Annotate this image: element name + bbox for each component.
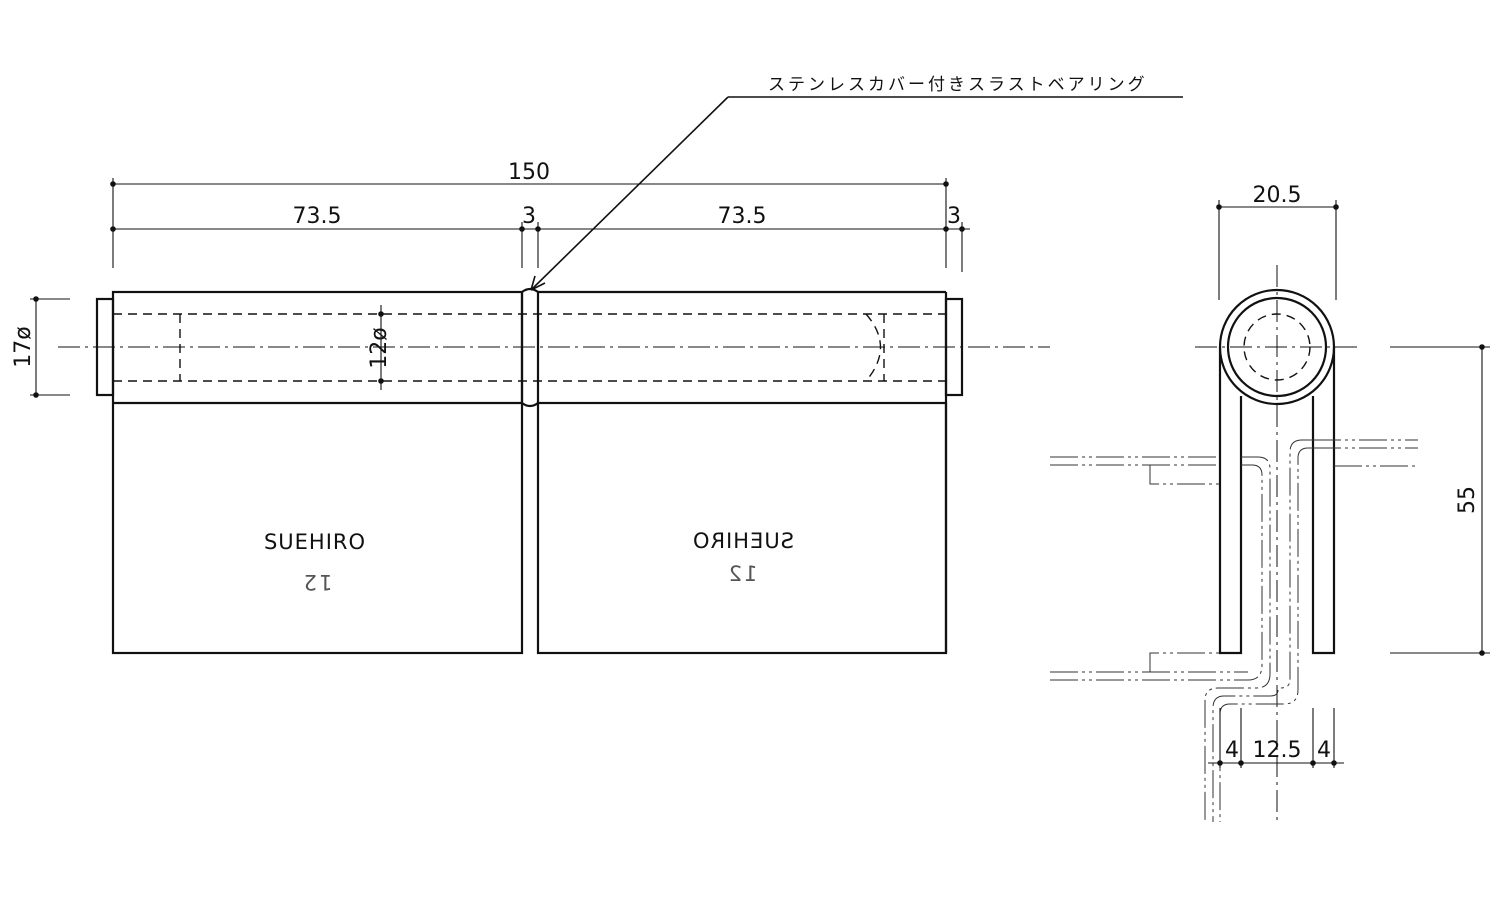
- dim-leaf-thickness-right: 4: [1317, 738, 1331, 763]
- dim-pin-end: 3: [947, 204, 961, 229]
- thrust-bearing: [520, 287, 540, 408]
- dim-width: 20.5: [1253, 183, 1302, 208]
- side-leaf-right: [1311, 347, 1336, 655]
- phantom-frame-line: [1149, 465, 1220, 485]
- dim-dot: [378, 311, 384, 317]
- dim-leaf-left: 73.5: [293, 204, 342, 229]
- dim-leaf-thickness-left: 4: [1225, 738, 1239, 763]
- phantom-bent-frame: [1204, 456, 1271, 822]
- pin-hidden-circle: [1243, 313, 1311, 381]
- front-view: 150 73.5 3 73.5 3 17ø: [11, 160, 1050, 655]
- dim-leaf-gap: 12.5: [1253, 738, 1302, 763]
- dim-dot: [33, 392, 39, 398]
- dim-dot: [33, 296, 39, 302]
- dim-dot: [110, 181, 116, 187]
- dim-dot: [110, 226, 116, 232]
- phantom-bent-frame: [1279, 439, 1313, 689]
- dim-height: 55: [1455, 486, 1480, 514]
- dim-dot: [519, 226, 525, 232]
- callout-leader: [530, 96, 729, 291]
- phantom-frame-line: [1149, 652, 1220, 672]
- side-leaf-left: [1218, 347, 1243, 655]
- leaf-right-size: 12: [727, 562, 758, 586]
- dim-dot: [1479, 650, 1485, 656]
- dim-dot: [1331, 760, 1337, 766]
- dim-dot: [943, 181, 949, 187]
- dim-leaf-right: 73.5: [718, 204, 767, 229]
- leaf-left-brand: SUEHIRO: [264, 530, 366, 554]
- side-view: 20.5 55: [1050, 183, 1490, 822]
- dim-dot: [535, 226, 541, 232]
- phantom-bent-frame: [1219, 447, 1313, 822]
- dim-dot: [1238, 760, 1244, 766]
- dim-dot: [1333, 204, 1339, 210]
- dim-dot: [1217, 760, 1223, 766]
- dim-outer-diameter: 17ø: [11, 326, 36, 367]
- dim-dot: [1216, 204, 1222, 210]
- leaf-right-outline: [536, 401, 948, 655]
- dim-dot: [943, 226, 949, 232]
- bearing-callout: ステンレスカバー付きスラストベアリング: [530, 75, 1183, 291]
- phantom-bent-frame: [1212, 689, 1279, 822]
- leaf-left-outline: [111, 290, 524, 655]
- dim-dot: [1310, 760, 1316, 766]
- dim-inner-diameter: 12ø: [367, 327, 392, 368]
- knuckle-inner: [1226, 296, 1328, 398]
- dim-dot: [959, 226, 965, 232]
- leaf-left-size: 12: [302, 570, 333, 594]
- bore-hidden-drill-tip: [865, 313, 882, 382]
- dim-dot: [378, 378, 384, 384]
- leaf-right-brand: SUEHIRO: [692, 529, 794, 553]
- dim-gap: 3: [522, 204, 536, 229]
- dim-dot: [1479, 344, 1485, 350]
- dim-overall-length: 150: [508, 160, 550, 185]
- callout-text: ステンレスカバー付きスラストベアリング: [768, 75, 1148, 95]
- phantom-bent-frame: [1241, 464, 1263, 681]
